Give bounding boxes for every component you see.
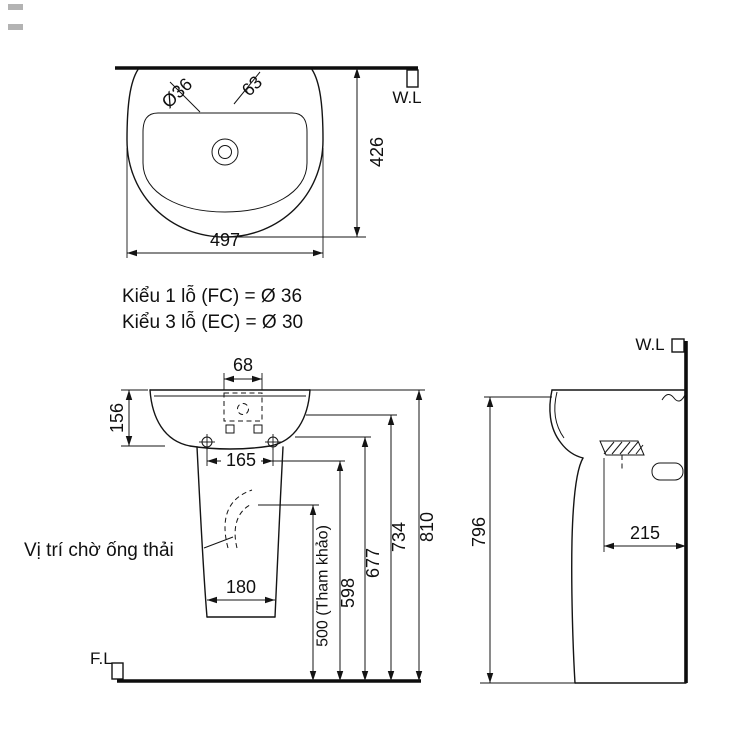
faucet-platform-hidden: [223, 392, 263, 422]
hole-dia-label-2: 63: [238, 72, 266, 100]
dim-label-156: 156: [107, 403, 127, 433]
basin-outer-outline: [126, 68, 324, 238]
dim-label-68: 68: [233, 355, 253, 375]
basin-right-side: [269, 389, 311, 447]
wall-line-tab: [406, 69, 419, 88]
backsplash-profile: [661, 392, 687, 402]
dim-label-497: 497: [210, 230, 240, 250]
dim-label-734: 734: [389, 522, 409, 552]
hole-type-notes: Kiểu 1 lỗ (FC) = Ø 36 Kiểu 3 lỗ (EC) = Ø…: [122, 285, 303, 333]
wall-line-label-side: W.L: [635, 335, 664, 354]
pedestal-right-edge: [274, 446, 284, 618]
tap-hole-section: [599, 440, 645, 471]
wall-line-label: W.L: [392, 88, 421, 107]
dim-label-180: 180: [226, 577, 256, 597]
basin-inner-rim: [142, 112, 308, 213]
dim-label-810: 810: [417, 512, 437, 542]
dim-label-796: 796: [469, 517, 489, 547]
note-line-2: Kiểu 3 lỗ (EC) = Ø 30: [122, 311, 303, 333]
artifact-mark: [8, 4, 23, 10]
dim-label-598: 598: [338, 578, 358, 608]
dim-label-bg: [221, 451, 261, 469]
side-view: W.L 215 796: [469, 335, 688, 684]
soap-recess: [651, 462, 684, 481]
dim-label-677: 677: [363, 548, 383, 578]
dim-label-500: 500 (Tham khảo): [315, 525, 332, 647]
dim-label-215: 215: [630, 523, 660, 543]
basin-front-inner-profile: [554, 391, 565, 439]
basin-front-profile: [549, 389, 584, 459]
waste-pipe-hidden-outline: [224, 489, 253, 549]
dim-label-426: 426: [367, 137, 387, 167]
faucet-hole-outer: [211, 138, 239, 166]
basin-left-side: [149, 389, 191, 447]
fixing-detail: [225, 424, 235, 434]
floor-line-tab: [111, 662, 124, 680]
top-view: W.L Ø36 63 426 497: [115, 66, 422, 258]
front-view: 68 156 165 Vị trí chờ ống: [24, 355, 437, 683]
waste-note-leader: [203, 536, 234, 549]
faucet-hole-inner: [218, 145, 232, 159]
faucet-hole-hidden: [237, 403, 249, 415]
basin-underside: [189, 445, 271, 450]
artifact-mark: [8, 24, 23, 30]
hole-dia-label: Ø36: [158, 74, 196, 112]
waste-pipe-hidden-outline-2: [234, 504, 251, 549]
wall-line-tab-side: [671, 338, 685, 353]
floor-line-label: F.L: [90, 649, 113, 668]
note-line-1: Kiểu 1 lỗ (FC) = Ø 36: [122, 285, 302, 307]
pedestal-left-edge: [196, 446, 208, 618]
dim-label-165: 165: [226, 450, 256, 470]
fixing-detail: [253, 424, 263, 434]
hole-leader-line-2: [233, 71, 261, 105]
waste-position-note: Vị trí chờ ống thải: [24, 540, 174, 561]
hole-leader-line: [169, 81, 201, 113]
pedestal-front-profile: [571, 457, 584, 684]
